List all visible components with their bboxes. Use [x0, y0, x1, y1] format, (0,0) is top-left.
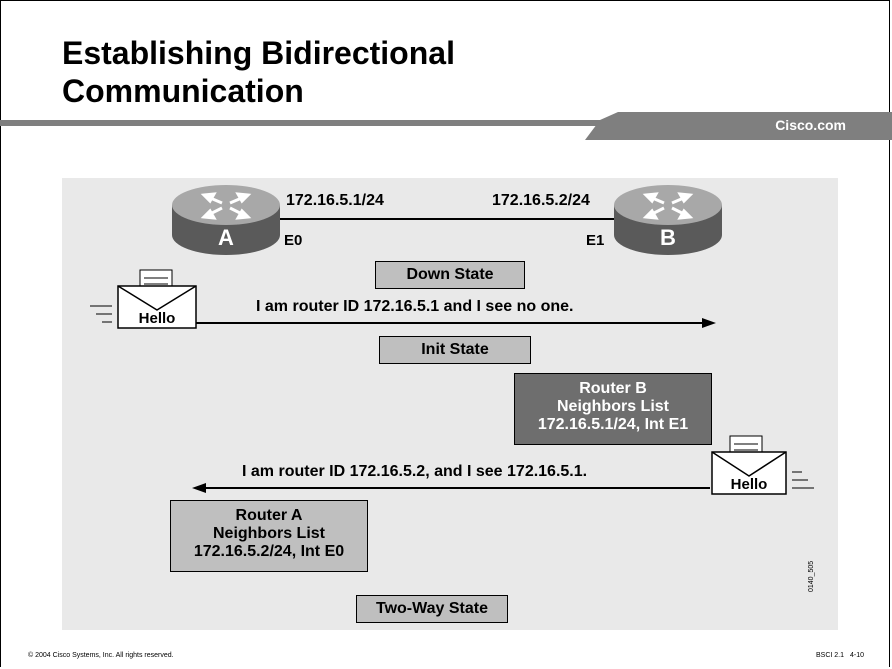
router-a-neighbors-list: Router A Neighbors List 172.16.5.2/24, I…: [170, 500, 368, 572]
router-a-neighbors-entry: 172.16.5.2/24, Int E0: [193, 543, 345, 560]
router-b: B: [612, 183, 724, 259]
router-icon: [614, 185, 722, 255]
router-b-interface: E1: [586, 232, 605, 249]
course-ref: BSCI 2.1: [816, 652, 845, 659]
router-a: A: [170, 183, 282, 259]
router-b-neighbors-title: Router B: [579, 380, 647, 397]
hello-envelope-b: [708, 434, 820, 498]
figure-code: 0140_505: [808, 560, 815, 592]
slide-title: Establishing Bidirectional Communication: [62, 35, 455, 109]
arrowhead-right: [702, 318, 716, 328]
arrowhead-left: [192, 483, 206, 493]
router-b-neighbors-list: Router B Neighbors List 172.16.5.1/24, I…: [514, 373, 712, 445]
router-a-neighbors-subtitle: Neighbors List: [212, 525, 325, 542]
copyright-text: © 2004 Cisco Systems, Inc. All rights re…: [28, 652, 174, 659]
title-bar: [0, 112, 892, 140]
state-two-way: Two-Way State: [356, 595, 508, 623]
router-a-letter: A: [218, 225, 234, 250]
hello-label-a: Hello: [138, 310, 176, 327]
message-b-to-a: I am router ID 172.16.5.2, and I see 172…: [242, 463, 588, 480]
brand-label: Cisco.com: [775, 117, 846, 133]
router-b-neighbors-entry: 172.16.5.1/24, Int E1: [537, 416, 689, 433]
page-ref: 4-10: [850, 652, 865, 659]
envelope-icon: [90, 269, 197, 329]
router-a-neighbors-title: Router A: [235, 507, 303, 524]
hello-label-b: Hello: [730, 476, 768, 493]
state-down: Down State: [375, 261, 525, 289]
router-icon: [172, 185, 280, 255]
router-b-neighbors-subtitle: Neighbors List: [556, 398, 669, 415]
router-b-ip: 172.16.5.2/24: [492, 192, 590, 209]
state-init: Init State: [379, 336, 531, 364]
message-a-to-b: I am router ID 172.16.5.1 and I see no o…: [256, 298, 574, 315]
router-a-interface: E0: [284, 232, 303, 249]
router-b-letter: B: [660, 225, 676, 250]
router-a-ip: 172.16.5.1/24: [286, 192, 384, 209]
envelope-icon: [711, 435, 814, 495]
hello-envelope-a: [88, 268, 200, 332]
